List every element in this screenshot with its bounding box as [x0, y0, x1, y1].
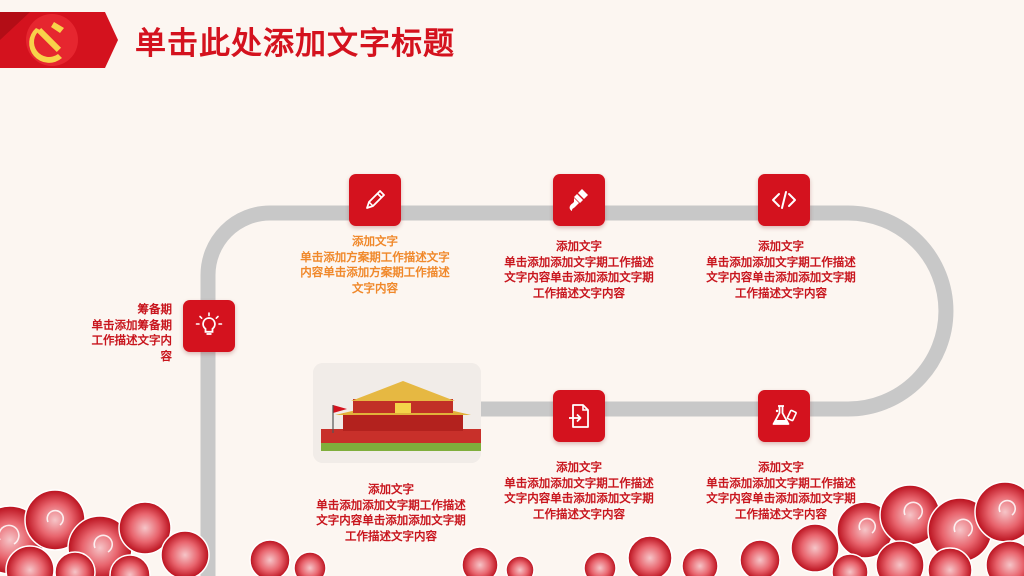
step-node-4[interactable]: [758, 390, 810, 442]
step-line: 工作描述文字内容: [533, 285, 625, 300]
step-heading: 添加文字: [368, 482, 414, 496]
step-heading: 添加文字: [758, 460, 804, 474]
step-node-3[interactable]: [758, 174, 810, 226]
step-line: 单击添加添加文字期工作描述: [316, 497, 466, 512]
step-text-6: 添加文字 单击添加添加文字期工作描述 文字内容单击添加添加文字期 工作描述文字内…: [286, 482, 496, 544]
step-heading: 添加文字: [352, 234, 398, 248]
brush-icon: [569, 189, 588, 211]
step-text-1: 添加文字 单击添加方案期工作描述文字 内容单击添加方案期工作描述 文字内容: [270, 234, 480, 296]
step-line: 工作描述文字内容: [345, 528, 437, 543]
step-node-2[interactable]: [553, 174, 605, 226]
start-text: 筹备期 单击添加筹备期 工作描述文字内 容: [62, 302, 173, 364]
lightbulb-icon: [195, 312, 223, 335]
step-heading: 添加文字: [556, 239, 602, 253]
start-line: 工作描述文字内: [91, 333, 173, 347]
party-emblem-icon: [0, 12, 118, 68]
step-line: 工作描述文字内容: [533, 506, 625, 521]
step-line: 工作描述文字内容: [735, 285, 827, 300]
step-node-1[interactable]: [349, 174, 401, 226]
header: 单击此处添加文字标题: [0, 0, 1024, 80]
step-line: 文字内容单击添加添加文字期: [504, 270, 654, 284]
step-line: 文字内容单击添加添加文字期: [504, 491, 654, 505]
step-text-4: 添加文字 单击添加添加文字期工作描述 文字内容单击添加添加文字期 工作描述文字内…: [676, 460, 886, 522]
step-line: 文字内容: [352, 280, 398, 295]
step-line: 单击添加添加文字期工作描述: [706, 254, 856, 269]
step-heading: 添加文字: [758, 239, 804, 253]
step-line: 单击添加添加文字期工作描述: [706, 475, 856, 490]
step-line: 单击添加添加文字期工作描述: [504, 475, 654, 490]
step-node-5[interactable]: [553, 390, 605, 442]
step-line: 内容单击添加方案期工作描述: [300, 265, 450, 279]
page-title: 单击此处添加文字标题: [135, 26, 455, 62]
tiananmen-photo: [313, 363, 481, 463]
start-node[interactable]: [183, 300, 235, 352]
step-line: 工作描述文字内容: [735, 506, 827, 521]
step-text-2: 添加文字 单击添加添加文字期工作描述 文字内容单击添加添加文字期 工作描述文字内…: [474, 239, 684, 301]
login-icon: [569, 404, 589, 428]
step-line: 文字内容单击添加添加文字期: [706, 270, 856, 284]
step-line: 单击添加添加文字期工作描述: [504, 254, 654, 269]
step-heading: 添加文字: [556, 460, 602, 474]
step-line: 单击添加方案期工作描述文字: [300, 249, 450, 264]
start-heading: 筹备期: [137, 302, 173, 316]
step-text-5: 添加文字 单击添加添加文字期工作描述 文字内容单击添加添加文字期 工作描述文字内…: [474, 460, 684, 522]
start-line: 单击添加筹备期: [91, 317, 173, 332]
step-line: 文字内容单击添加添加文字期: [316, 513, 466, 527]
start-line: 容: [160, 348, 173, 363]
pen-icon: [366, 190, 385, 209]
lab-icon: [772, 405, 797, 425]
tiananmen-illustration: [313, 363, 481, 463]
step-text-3: 添加文字 单击添加添加文字期工作描述 文字内容单击添加添加文字期 工作描述文字内…: [676, 239, 886, 301]
code-icon: [772, 191, 796, 209]
step-line: 文字内容单击添加添加文字期: [706, 491, 856, 505]
